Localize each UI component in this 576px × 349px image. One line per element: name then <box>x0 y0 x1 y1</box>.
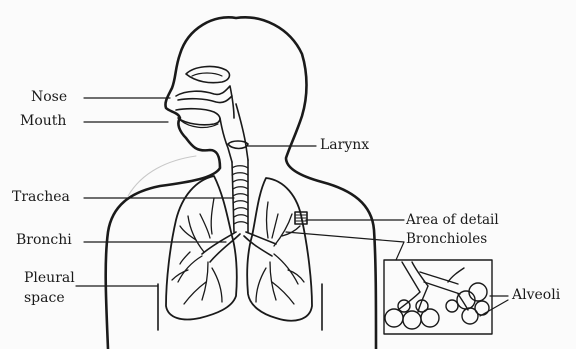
right-bronchial-tree <box>256 202 304 304</box>
label-nose: Nose <box>31 90 67 105</box>
leader-bronchioles-to-inset <box>396 242 404 260</box>
shoulder-guide-arc <box>128 156 196 196</box>
body-outline <box>106 17 376 349</box>
pharynx-right-wall <box>236 104 248 160</box>
left-bronchial-tree <box>172 198 222 304</box>
label-mouth: Mouth <box>20 114 66 129</box>
trachea-rings <box>232 166 248 224</box>
label-larynx: Larynx <box>320 138 369 153</box>
nasal-cavity <box>186 67 229 83</box>
larynx-shape <box>228 141 248 149</box>
leader-lines <box>76 98 508 316</box>
palate <box>178 96 232 103</box>
label-trachea: Trachea <box>12 190 70 205</box>
pharynx-left-wall <box>220 118 232 162</box>
nasal-cavity-inner <box>192 73 222 76</box>
trachea-left-wall <box>232 162 234 232</box>
label-space: space <box>24 291 65 306</box>
label-bronchioles: Bronchioles <box>406 232 487 247</box>
label-area-of-detail: Area of detail <box>406 213 499 228</box>
leader-bronchioles <box>286 232 404 242</box>
label-pleural: Pleural <box>24 271 75 286</box>
leader-alveoli-2 <box>480 300 508 316</box>
label-alveoli: Alveoli <box>512 288 560 303</box>
alveoli-clusters <box>385 283 489 329</box>
right-lung <box>247 178 312 321</box>
label-bronchi: Bronchi <box>16 233 72 248</box>
